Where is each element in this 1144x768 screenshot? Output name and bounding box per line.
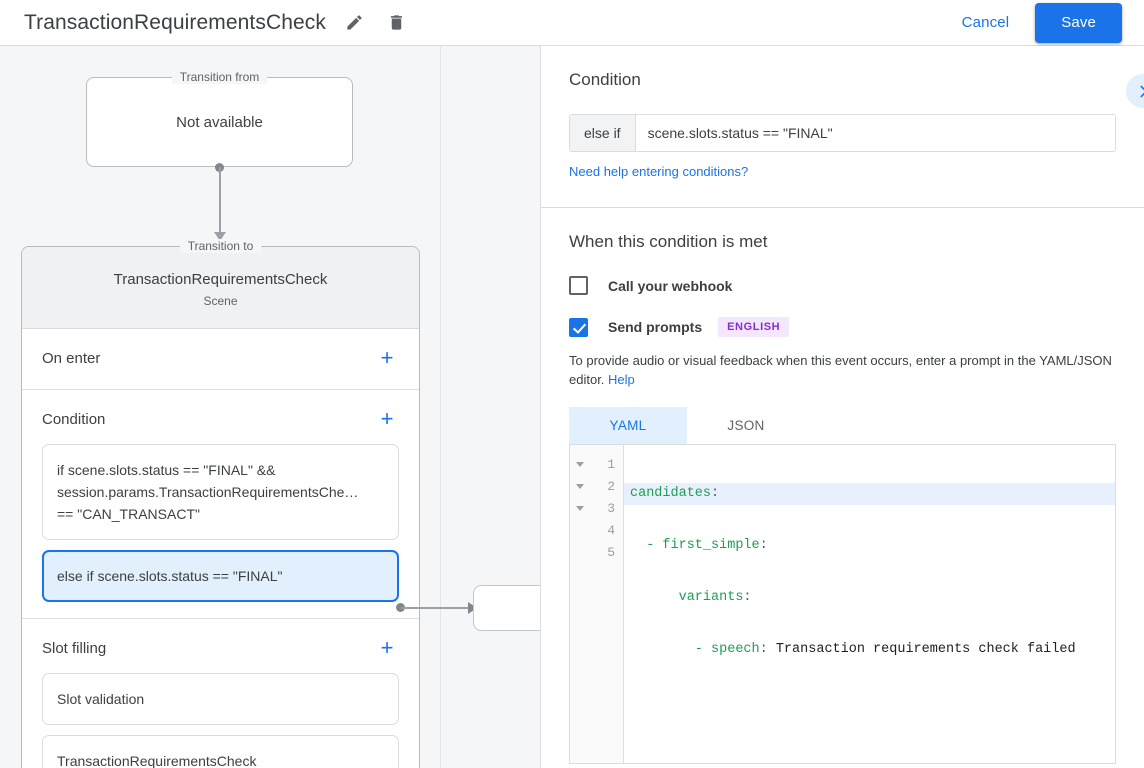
code-line[interactable]: variants: (624, 587, 1115, 609)
language-badge: ENGLISH (718, 317, 790, 337)
fold-arrow-icon[interactable] (576, 505, 584, 511)
line-number: 2 (607, 478, 615, 494)
add-slot-filling-icon[interactable]: + (380, 635, 394, 660)
condition-input-row: else if (569, 114, 1116, 152)
tab-yaml[interactable]: YAML (569, 407, 687, 444)
transition-to-legend: Transition to (179, 239, 262, 253)
code-indent: - (630, 538, 663, 553)
send-prompts-checkbox-row[interactable]: Send prompts ENGLISH (569, 317, 1116, 337)
gutter-line[interactable]: 2 (570, 475, 623, 497)
save-button[interactable]: Save (1035, 2, 1122, 43)
connector-arrow-down-icon (214, 232, 226, 241)
cancel-button[interactable]: Cancel (948, 6, 1024, 39)
section-slot-filling-header: Slot filling + (42, 633, 399, 663)
slot-item[interactable]: Slot validation (42, 673, 399, 725)
code-line[interactable] (624, 691, 1115, 713)
flow-canvas[interactable]: Transition from Not available Transition… (0, 46, 540, 768)
scene-card[interactable]: Transition to TransactionRequirementsChe… (21, 239, 420, 768)
add-on-enter-icon[interactable]: + (380, 345, 394, 370)
code-line[interactable]: - speech: Transaction requirements check… (624, 639, 1115, 661)
prompt-code-editor[interactable]: 1 2 3 4 5 candidates: - (569, 444, 1116, 764)
condition-help-link[interactable]: Need help entering conditions? (569, 164, 749, 179)
line-number: 4 (607, 522, 615, 538)
code-key: candidates (630, 486, 712, 501)
code-colon: : (743, 590, 752, 605)
transition-from-legend: Transition from (171, 70, 268, 84)
panel-when-met-heading: When this condition is met (569, 232, 768, 251)
condition-edge-arrow-icon (468, 602, 477, 614)
section-on-enter-header: On enter + (42, 343, 399, 373)
panel-when-met-section: When this condition is met Call your web… (541, 208, 1144, 768)
page-title: TransactionRequirementsCheck (24, 10, 326, 34)
condition-input[interactable] (635, 115, 1115, 151)
gutter-line[interactable]: 1 (570, 453, 623, 475)
app-header: TransactionRequirementsCheck Cancel Save (0, 0, 1144, 46)
section-condition-title: Condition (42, 410, 106, 428)
code-indent: - (630, 642, 712, 657)
condition-edge-line (401, 607, 469, 609)
scene-card-header: TransactionRequirementsCheck Scene (22, 247, 419, 329)
editor-code-area[interactable]: candidates: - first_simple: variants: - … (624, 445, 1115, 763)
webhook-checkbox-row[interactable]: Call your webhook (569, 276, 1116, 295)
prompts-helper-sentence: To provide audio or visual feedback when… (569, 353, 1112, 387)
section-slot-filling-title: Slot filling (42, 639, 107, 657)
editor-format-tabs: YAML JSON (569, 407, 1116, 444)
section-on-enter-title: On enter (42, 349, 101, 367)
details-side-panel: Condition else if Need help entering con… (540, 46, 1144, 768)
code-colon: : (759, 642, 768, 657)
code-key: variants (678, 590, 744, 605)
send-prompts-label: Send prompts (608, 319, 703, 335)
transition-from-node[interactable]: Transition from Not available (86, 70, 353, 167)
code-key: speech (711, 642, 760, 657)
flow-canvas-inner: Transition from Not available Transition… (0, 46, 540, 768)
tab-json[interactable]: JSON (727, 418, 765, 433)
section-condition: Condition + if scene.slots.status == "FI… (22, 390, 419, 619)
fold-arrow-icon[interactable] (576, 483, 584, 489)
line-number: 3 (607, 500, 615, 516)
condition-prefix-label: else if (570, 115, 636, 151)
code-rest: Transaction requirements check failed (767, 642, 1076, 657)
section-condition-header: Condition + (42, 404, 399, 434)
condition-item-selected[interactable]: else if scene.slots.status == "FINAL" (42, 550, 399, 602)
section-slot-filling: Slot filling + Slot validation Transacti… (22, 619, 419, 768)
transition-from-value: Not available (176, 113, 263, 131)
gutter-line[interactable]: 4 (570, 519, 623, 541)
chevron-right-icon[interactable] (1126, 74, 1144, 108)
add-condition-icon[interactable]: + (380, 406, 394, 431)
canvas-guideline (440, 46, 441, 768)
scene-title: TransactionRequirementsCheck (113, 271, 328, 288)
code-indent (630, 590, 679, 605)
panel-condition-section: Condition else if Need help entering con… (541, 46, 1144, 208)
editor-gutter: 1 2 3 4 5 (570, 445, 624, 763)
code-colon: : (759, 538, 768, 553)
panel-condition-heading: Condition (569, 70, 641, 89)
scene-subtitle: Scene (203, 294, 238, 308)
code-line[interactable]: candidates: (624, 483, 1115, 505)
condition-item[interactable]: if scene.slots.status == "FINAL" && sess… (42, 444, 399, 540)
code-line[interactable]: - first_simple: (624, 535, 1115, 557)
prompts-help-link[interactable]: Help (608, 372, 635, 387)
condition-edge-dot (396, 603, 405, 612)
line-number: 5 (607, 544, 615, 560)
slot-item[interactable]: TransactionRequirementsCheck (42, 735, 399, 768)
send-prompts-checkbox[interactable] (569, 317, 588, 337)
line-number: 1 (607, 456, 615, 472)
call-webhook-label: Call your webhook (608, 277, 733, 294)
pencil-icon[interactable] (340, 9, 368, 37)
section-on-enter: On enter + (22, 329, 419, 390)
prompts-helper-text: To provide audio or visual feedback when… (569, 351, 1116, 389)
connector-vertical-line (219, 167, 221, 235)
gutter-line[interactable]: 5 (570, 541, 623, 563)
trash-icon[interactable] (382, 9, 410, 37)
fold-arrow-icon[interactable] (576, 461, 584, 467)
gutter-line[interactable]: 3 (570, 497, 623, 519)
code-colon: : (711, 486, 720, 501)
target-node-stub[interactable] (473, 585, 540, 631)
call-webhook-checkbox[interactable] (569, 276, 588, 295)
code-key: first_simple (662, 538, 760, 553)
